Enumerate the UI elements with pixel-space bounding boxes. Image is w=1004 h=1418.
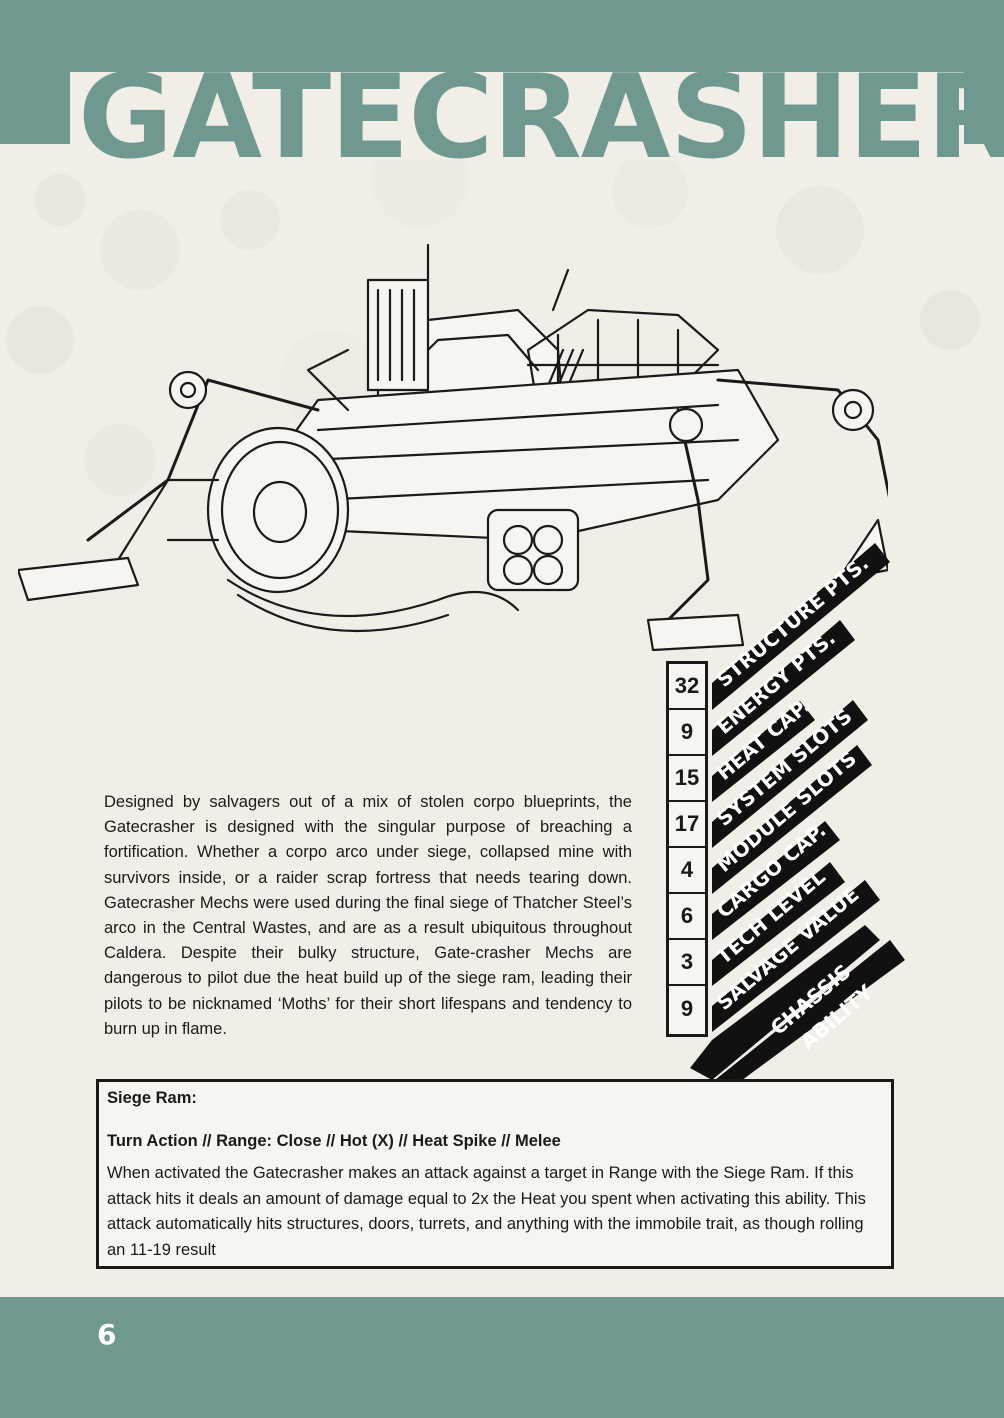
stat-value-structure: 32: [669, 664, 705, 710]
stat-value-tech-level: 3: [669, 940, 705, 986]
page-number: 6: [97, 1318, 117, 1351]
footer-band: [0, 1297, 1004, 1418]
header-left-stub: [0, 72, 70, 144]
header-band: [0, 0, 1004, 72]
page-title: GATECRASHER: [78, 50, 1004, 185]
mech-description: Designed by salvagers out of a mix of st…: [104, 793, 632, 1038]
chassis-ability-box: Siege Ram: Turn Action // Range: Close /…: [96, 1079, 894, 1269]
ability-name: Siege Ram:: [107, 1089, 197, 1107]
stat-value-salvage: 9: [680, 996, 694, 1021]
stat-value-heat: 15: [669, 756, 705, 802]
grunge-texture: [6, 160, 980, 496]
stat-label-banners: STRUCTURE PTS. ENERGY PTS. HEAT CAP. SYS…: [690, 543, 905, 1100]
ability-tags: Turn Action // Range: Close // Hot (X) /…: [107, 1132, 561, 1150]
stat-table: 32 9 15 17 4 6 3 9: [666, 661, 708, 1037]
stat-value-cargo: 6: [669, 894, 705, 940]
gatecrasher-mech-illustration: [18, 243, 888, 652]
stat-value-energy: 9: [669, 710, 705, 756]
header-right-stub: [964, 72, 1004, 144]
stat-value-system-slots: 17: [669, 802, 705, 848]
ability-text: When activated the Gatecrasher makes an …: [107, 1164, 866, 1259]
stat-value-module-slots: 4: [669, 848, 705, 894]
